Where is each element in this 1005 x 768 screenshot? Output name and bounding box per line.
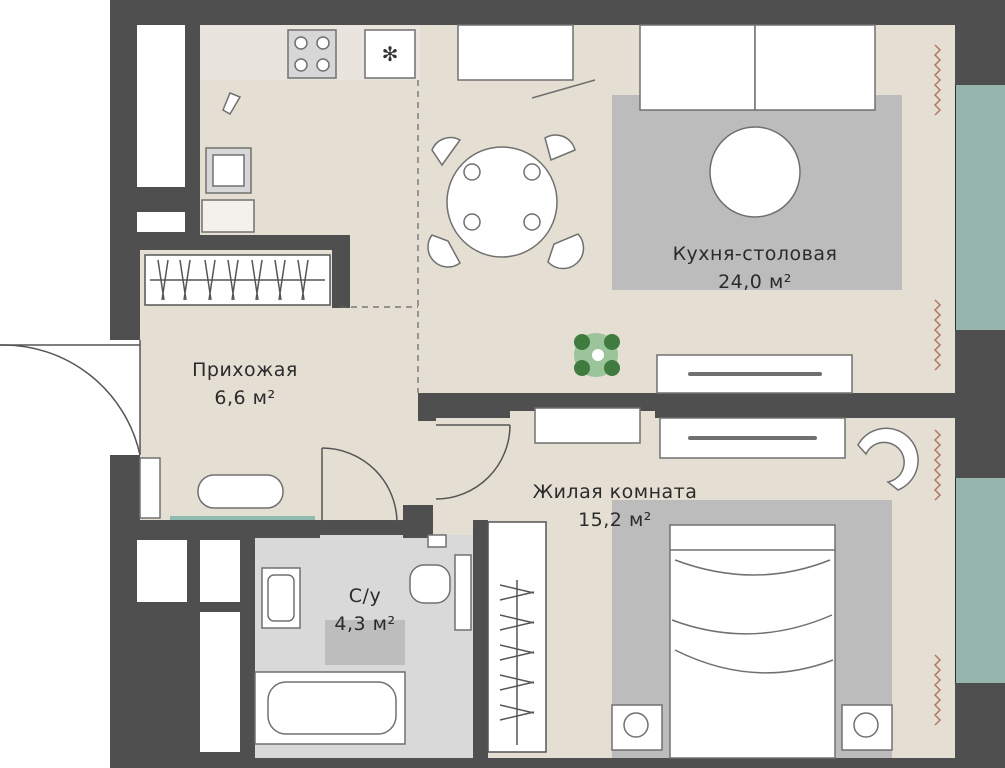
room-label-bath: С/у 4,3 м² [305,582,425,638]
living-door [435,424,511,500]
room-label-kitchen: Кухня-столовая 24,0 м² [640,240,870,296]
room-name-living: Жилая комната [532,481,698,503]
room-label-living: Жилая комната 15,2 м² [490,478,740,534]
room-name-bath: С/у [348,585,382,607]
bath-fixtures [254,534,472,745]
room-name-hall: Прихожая [192,359,298,381]
plant-icon [574,333,620,377]
interior-walls [140,235,955,758]
room-name-kitchen: Кухня-столовая [672,243,838,265]
room-area-bath: 4,3 м² [334,613,396,635]
room-area-living: 15,2 м² [578,509,652,531]
entrance-door [0,340,141,456]
room-area-hall: 6,6 м² [214,387,276,409]
wall-niches [137,25,240,752]
bath-door [321,447,398,524]
wall-west-upper [110,0,140,340]
living-furniture [534,407,919,759]
room-label-hall: Прихожая 6,6 м² [155,356,335,412]
kitchen-appliances: ✻ [201,29,416,233]
bath-floor-tile [325,620,405,665]
dining-furniture [427,24,902,394]
wall-west-lower [110,455,140,768]
room-area-kitchen: 24,0 м² [718,271,792,293]
hall-furniture [139,457,315,520]
living-wardrobe [487,521,547,753]
svg-text:✻: ✻ [382,42,399,66]
zone-dividers [340,80,419,393]
curtains [933,44,942,726]
hall-floor-extension [255,410,435,520]
hall-wardrobe [144,254,331,306]
